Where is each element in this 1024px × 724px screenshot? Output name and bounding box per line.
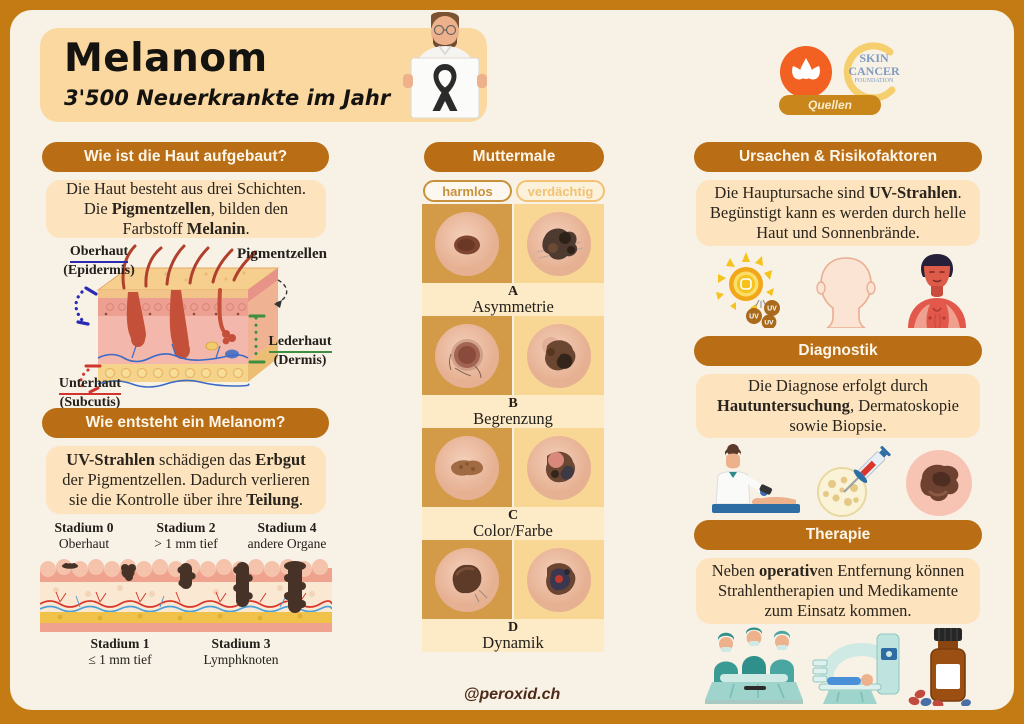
- stages-skin-strip-illustration: [40, 559, 332, 632]
- skin-exam-icon: [712, 444, 800, 513]
- mole-image-harmless-color: [435, 435, 499, 500]
- mole-image-suspicious-color: [527, 435, 591, 500]
- biopsy-icon: [817, 446, 891, 517]
- diagnostics-icons: [706, 442, 974, 518]
- causes-icons: UV UV UV: [706, 250, 974, 328]
- therapy-icons: [704, 626, 980, 706]
- mole-photo-suspicious-d: [514, 540, 604, 619]
- mole-photo-harmless-a: [422, 204, 512, 283]
- skin-diagram: Oberhaut (Epidermis) Pigmentzellen Leder…: [36, 238, 336, 410]
- sunburn-icon: [908, 254, 966, 328]
- pale-skin-icon: [816, 257, 876, 328]
- mole-row-b: [422, 316, 604, 395]
- stage-2-label: Stadium 2 > 1 mm tief: [154, 520, 218, 552]
- abcd-mole-table: harmlos verdächtig: [422, 178, 606, 656]
- mole-image-harmless-asymmetry: [435, 211, 499, 276]
- page-subtitle: 3'500 Neuerkrankte im Jahr: [64, 86, 391, 110]
- surgery-icon: [705, 627, 803, 704]
- stage-0-label: Stadium 0 Oberhaut: [54, 520, 114, 552]
- svg-text:UV: UV: [749, 314, 759, 321]
- label-epidermis: Oberhaut (Epidermis): [63, 244, 135, 279]
- therapy-body: Neben operativen Entfernung können Strah…: [696, 558, 980, 624]
- mole-photo-suspicious-b: [514, 316, 604, 395]
- mole-image-harmless-dynamic: [435, 547, 499, 612]
- footer-handle: @peroxid.ch: [463, 686, 561, 703]
- mole-photo-suspicious-c: [514, 428, 604, 507]
- section-header-melanoma-origin: Wie entsteht ein Melanom?: [42, 408, 329, 438]
- medication-icon: [908, 628, 971, 706]
- section-header-therapy: Therapie: [694, 520, 982, 550]
- mole-row-d-label: D Dynamik: [422, 619, 604, 652]
- label-dermis: Lederhaut (Dermis): [268, 334, 332, 369]
- mole-image-suspicious-asymmetry: [527, 211, 591, 276]
- doctor-with-awareness-ribbon-icon: [403, 12, 487, 119]
- diagnostics-body: Die Diagnose erfolgt durch Hautuntersuch…: [696, 374, 980, 438]
- mole-row-a: [422, 204, 604, 283]
- mole-photo-suspicious-a: [514, 204, 604, 283]
- label-subcutis: Unterhaut (Subcutis): [58, 376, 122, 411]
- cancer-league-logo-icon: [780, 46, 832, 98]
- melanoma-close-up-icon: [906, 450, 972, 516]
- uv-sun-icon: UV UV UV: [716, 252, 780, 328]
- page-title: Melanom: [64, 36, 268, 81]
- svg-text:UV: UV: [767, 306, 777, 313]
- causes-body: Die Hauptursache sind UV-Strahlen. Begün…: [696, 180, 980, 246]
- mole-row-b-label: B Begrenzung: [422, 395, 604, 428]
- mole-row-d: [422, 540, 604, 619]
- section-header-skin-structure: Wie ist die Haut aufgebaut?: [42, 142, 329, 172]
- content-panel: Melanom 3'500 Neuerkrankte im Jahr Skin …: [10, 10, 1014, 710]
- mole-photo-harmless-b: [422, 316, 512, 395]
- mole-photo-harmless-c: [422, 428, 512, 507]
- tab-harmless: harmlos: [423, 180, 512, 202]
- sources-button[interactable]: Quellen: [779, 95, 881, 115]
- svg-text:UV: UV: [764, 320, 774, 327]
- mole-row-c: [422, 428, 604, 507]
- section-header-moles: Muttermale: [424, 142, 604, 172]
- stage-1-label: Stadium 1 ≤ 1 mm tief: [88, 636, 152, 668]
- scf-line2: Cancer: [848, 64, 900, 78]
- section-header-causes: Ursachen & Risikofaktoren: [694, 142, 982, 172]
- mole-image-suspicious-border: [527, 323, 591, 388]
- scf-line1: Skin: [859, 51, 889, 65]
- tab-suspicious: verdächtig: [516, 180, 605, 202]
- mole-image-harmless-border: [435, 323, 499, 388]
- stage-4-label: Stadium 4 andere Organe: [247, 520, 327, 552]
- mole-image-suspicious-dynamic: [527, 547, 591, 612]
- scf-line3: Foundation: [854, 78, 894, 84]
- radiotherapy-icon: [812, 633, 900, 704]
- skin-cross-section-illustration: [74, 244, 288, 394]
- mole-row-a-label: A Asymmetrie: [422, 283, 604, 316]
- mole-row-c-label: C Color/Farbe: [422, 507, 604, 540]
- melanoma-stages-diagram: Stadium 0 Oberhaut Stadium 2 > 1 mm tief…: [36, 520, 336, 670]
- mole-rows: A Asymmetrie: [422, 204, 604, 652]
- label-pigment-cells: Pigmentzellen: [237, 246, 327, 262]
- skin-structure-body: Die Haut besteht aus drei Schichten. Die…: [46, 179, 326, 238]
- melanoma-origin-body: UV-Strahlen schädigen das Erbgut der Pig…: [46, 446, 326, 514]
- section-header-diagnostics: Diagnostik: [694, 336, 982, 366]
- stage-3-label: Stadium 3 Lymphknoten: [203, 636, 279, 668]
- mole-photo-harmless-d: [422, 540, 512, 619]
